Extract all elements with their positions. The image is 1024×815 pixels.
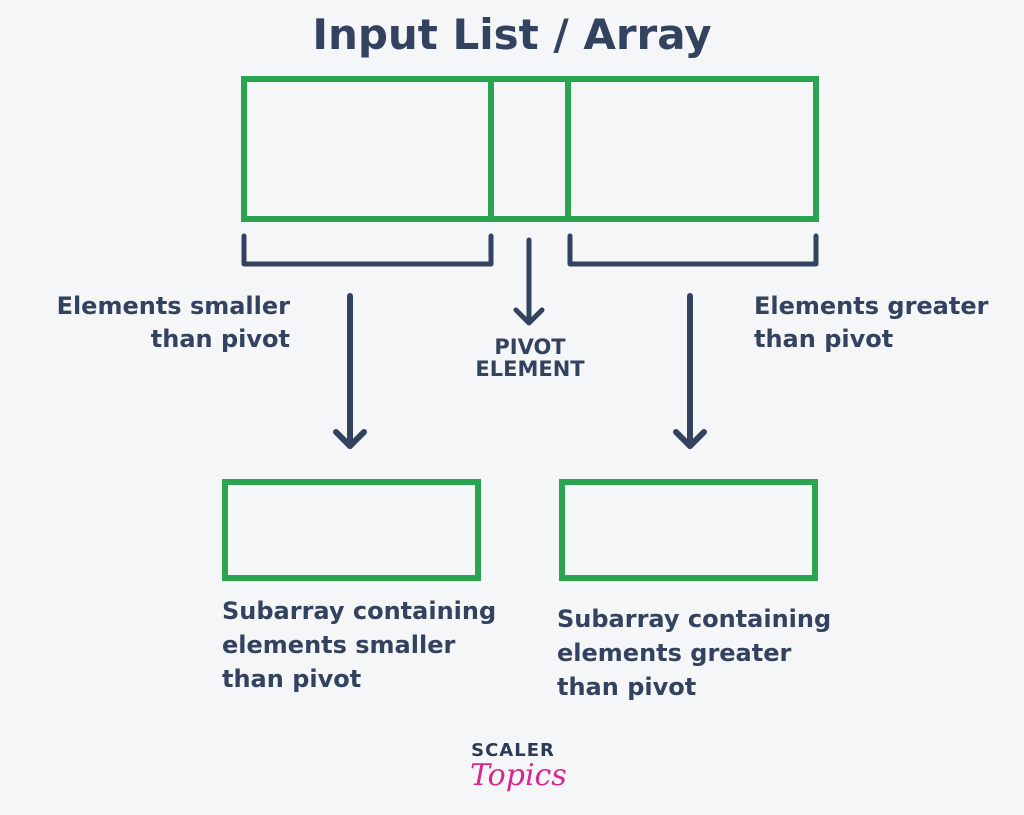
pivot-label: PIVOT ELEMENT <box>450 336 610 380</box>
right-subarray-label-line: than pivot <box>557 673 697 701</box>
input-array <box>241 76 819 222</box>
right-subarray-box <box>559 479 818 581</box>
left-subarray-box <box>222 479 481 581</box>
left-subarray-label-line: than pivot <box>222 665 362 693</box>
right-down-arrow <box>673 293 707 449</box>
diagram-title: Input List / Array <box>312 10 712 59</box>
right-label-line: than pivot <box>754 325 894 353</box>
left-subarray-label: Subarray containing elements smaller tha… <box>222 594 522 696</box>
right-partition-label: Elements greater than pivot <box>754 290 1014 356</box>
logo-product: Topics <box>470 758 567 793</box>
pivot-label-line: PIVOT <box>494 335 566 359</box>
logo-brand: SCALER <box>471 740 555 761</box>
left-subarray-label-line: elements smaller <box>222 631 456 659</box>
left-subarray-label-line: Subarray containing <box>222 597 497 625</box>
pivot-label-line: ELEMENT <box>475 357 585 381</box>
left-down-arrow <box>333 293 367 449</box>
left-bracket <box>241 233 494 267</box>
pivot-arrow <box>513 237 545 326</box>
right-subarray-label: Subarray containing elements greater tha… <box>557 602 857 704</box>
left-partition-label: Elements smaller than pivot <box>40 290 290 356</box>
input-array-box <box>241 76 819 222</box>
left-label-line: Elements smaller <box>56 292 290 320</box>
right-subarray-label-line: Subarray containing <box>557 605 832 633</box>
left-label-line: than pivot <box>150 325 290 353</box>
right-label-line: Elements greater <box>754 292 989 320</box>
right-subarray-label-line: elements greater <box>557 639 792 667</box>
right-bracket <box>567 233 819 267</box>
